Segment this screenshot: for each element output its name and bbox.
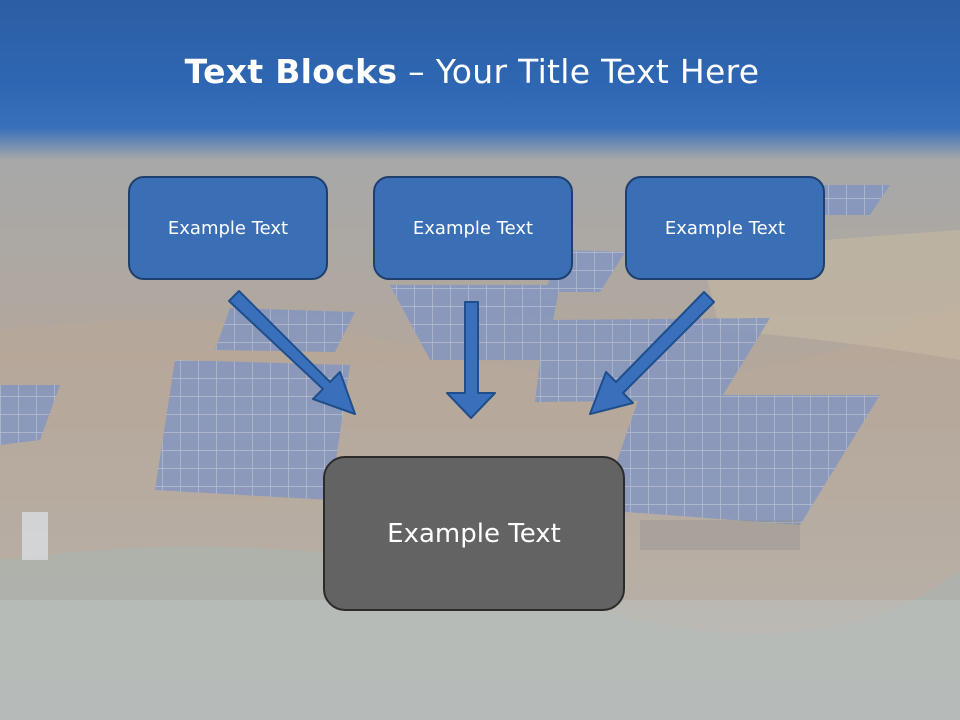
title-rest: – Your Title Text Here [397,52,760,91]
title-bold: Text Blocks [184,52,398,91]
title-band [0,0,960,160]
example-text-block-right[interactable]: Example Text [625,176,825,280]
block-center-label: Example Text [412,217,534,239]
example-text-block-left[interactable]: Example Text [128,176,328,280]
block-bottom-label: Example Text [387,518,561,549]
slide-title: Text Blocks – Your Title Text Here [0,52,944,91]
example-text-block-bottom[interactable]: Example Text [323,456,625,611]
example-text-block-center[interactable]: Example Text [373,176,573,280]
block-left-label: Example Text [167,217,289,239]
block-right-label: Example Text [664,217,786,239]
